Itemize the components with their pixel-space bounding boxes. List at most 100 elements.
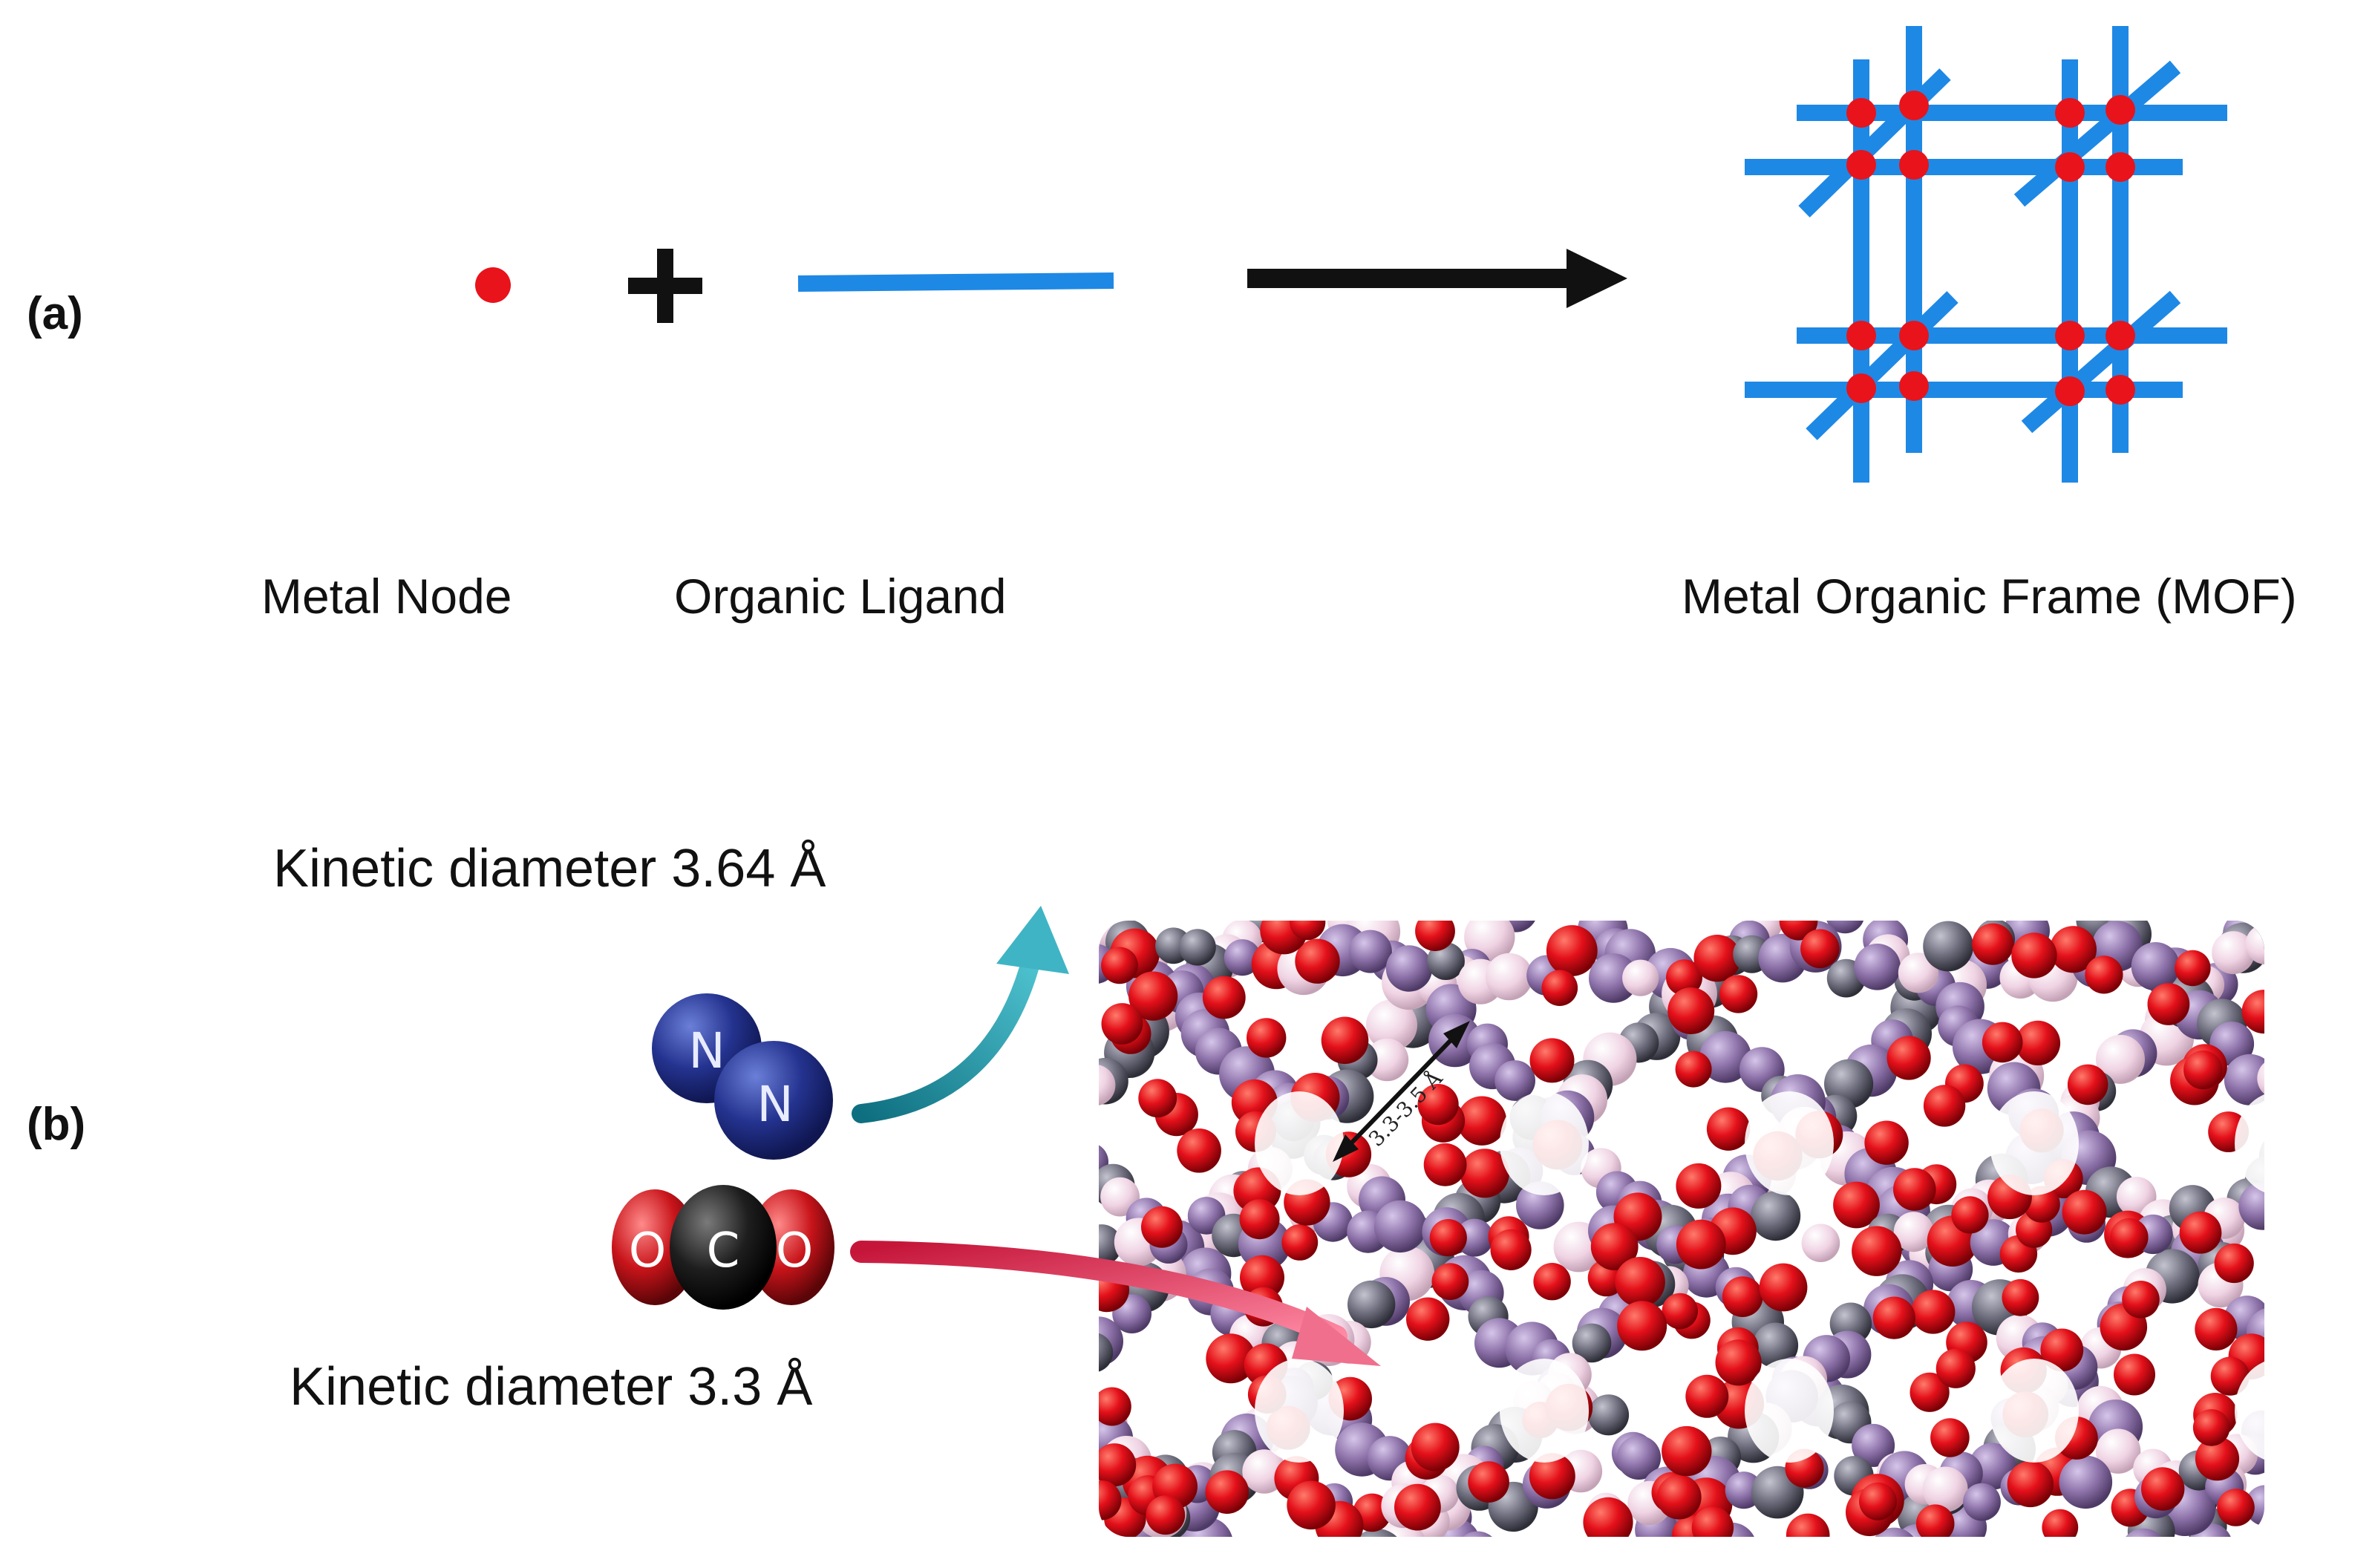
framework-atom — [1366, 999, 1417, 1051]
framework-atom — [2192, 1409, 2230, 1446]
framework-atom — [1494, 1060, 1535, 1101]
framework-atom — [1825, 921, 1865, 934]
framework-atom — [1541, 970, 1578, 1006]
framework-atom — [2188, 1523, 2233, 1537]
framework-atom — [1662, 1293, 1699, 1330]
organic-ligand-line — [797, 272, 1114, 292]
framework-atom — [1365, 1038, 1409, 1082]
co2-molecule: O C O — [612, 1185, 834, 1310]
framework-atom — [2241, 990, 2264, 1034]
framework-pore — [1500, 1091, 1589, 1195]
mof-caption: Metal Organic Frame (MOF) — [1682, 569, 2297, 624]
framework-atom — [1529, 1038, 1575, 1083]
framework-atom — [1205, 1470, 1249, 1514]
framework-atom — [1490, 1229, 1532, 1270]
framework-atom — [2257, 1057, 2264, 1100]
framework-atom — [1587, 1394, 1630, 1436]
framework-atom — [1800, 929, 1840, 969]
framework-atom — [1455, 1218, 1494, 1257]
framework-atom — [1287, 1480, 1336, 1530]
framework-atom — [2002, 1278, 2039, 1316]
framework-atom — [1923, 921, 1974, 972]
framework-atom — [2131, 942, 2180, 991]
framework-atom — [2049, 926, 2097, 973]
framework-atom — [1852, 1423, 1895, 1467]
framework-atom — [1786, 1513, 1830, 1537]
framework-atom — [1685, 1374, 1729, 1418]
framework-atom — [1202, 976, 1246, 1019]
framework-pore — [2235, 1359, 2264, 1463]
framework-pore — [1255, 1359, 1344, 1463]
framework-atom — [1347, 1280, 1396, 1329]
framework-atom — [1417, 1084, 1459, 1126]
framework-atom — [1872, 1296, 1915, 1339]
framework-atom — [1886, 1036, 1931, 1080]
mof-metal-nodes — [1846, 91, 2135, 406]
framework-atom — [2195, 1437, 2240, 1481]
framework-atom — [2214, 1243, 2254, 1284]
framework-atom — [1281, 1224, 1319, 1261]
framework-atom — [1394, 1483, 1441, 1531]
mof-framework-model — [1099, 921, 2264, 1568]
framework-atom — [1930, 1418, 1970, 1457]
framework-atom — [1224, 939, 1261, 976]
framework-pore — [1745, 1091, 1834, 1195]
framework-atom — [1177, 1128, 1221, 1173]
framework-atom — [1622, 959, 1659, 996]
framework-atom — [2224, 1054, 2264, 1105]
framework-pore — [1745, 1359, 1834, 1463]
n2-kinetic-diameter: Kinetic diameter 3.64 Å — [273, 839, 826, 898]
framework-atom — [1099, 1316, 1124, 1366]
framework-atom — [1922, 1466, 1968, 1512]
framework-atom — [1751, 1191, 1801, 1241]
framework-atom — [1982, 1022, 2023, 1063]
framework-atom — [1099, 1480, 1122, 1520]
framework-atom — [1753, 1322, 1799, 1368]
framework-atom — [1898, 953, 1938, 993]
framework-atom — [2095, 1428, 2141, 1474]
framework-atom — [1290, 921, 1326, 941]
framework-atom — [1662, 1425, 1712, 1477]
framework-atom — [1722, 1276, 1763, 1317]
framework-atom — [1893, 1168, 1936, 1211]
framework-atom — [1666, 959, 1702, 996]
framework-atom — [1411, 1422, 1460, 1471]
framework-atom — [1676, 1219, 1726, 1270]
framework-atom — [1206, 1333, 1256, 1384]
co2-adsorb-arrow — [850, 1241, 1381, 1366]
framework-atom — [2110, 1218, 2149, 1257]
framework-atom — [1969, 1539, 2022, 1568]
framework-atom — [1864, 1120, 1909, 1165]
framework-atom — [1295, 938, 1340, 984]
framework-atom — [1801, 1224, 1840, 1262]
panel-a-label: (a) — [27, 288, 83, 339]
framework-atom — [1485, 953, 1533, 1001]
co2-atom-o2: O — [776, 1224, 813, 1278]
framework-atom — [1214, 1539, 1266, 1568]
framework-atom — [1923, 1085, 1966, 1127]
framework-atom — [2096, 1034, 2145, 1084]
framework-atom — [2114, 1353, 2155, 1396]
framework-atom — [1431, 1263, 1469, 1300]
framework-atom — [1759, 1263, 1808, 1312]
framework-atom — [2210, 1356, 2250, 1396]
framework-atom — [1589, 953, 1639, 1003]
framework-atom — [1429, 1219, 1467, 1257]
framework-atom — [1859, 1482, 1897, 1520]
framework-atom — [1615, 1257, 1665, 1307]
framework-atom — [1373, 1200, 1427, 1253]
framework-atom — [1583, 1497, 1633, 1537]
framework-atom — [1529, 1453, 1575, 1500]
framework-atom — [2183, 1050, 2223, 1090]
framework-atom — [1691, 1506, 1734, 1537]
framework-atom — [1146, 1495, 1186, 1535]
framework-atom — [2217, 1489, 2255, 1526]
framework-atom — [2212, 931, 2255, 975]
n2-molecule: N N — [652, 993, 833, 1160]
framework-atom — [1656, 1474, 1702, 1520]
framework-atom — [1128, 971, 1178, 1021]
framework-atom — [1915, 1504, 1955, 1537]
metal-node-caption: Metal Node — [261, 569, 512, 624]
framework-atom — [2007, 1460, 2054, 1508]
